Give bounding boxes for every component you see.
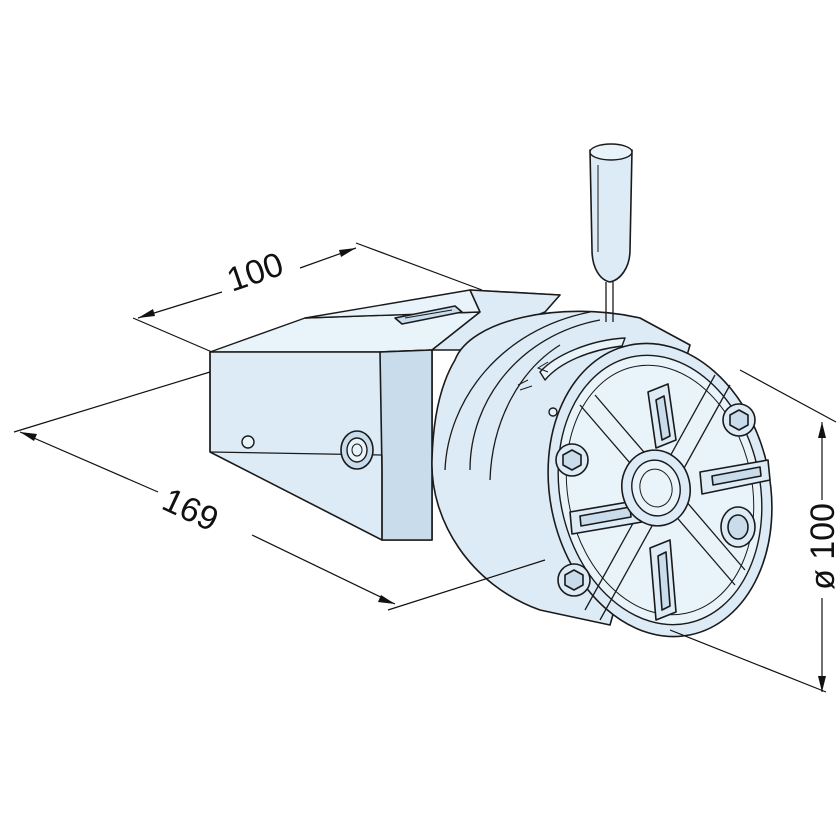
dimension-width-label: 100 [222,245,288,299]
small-hole [241,435,255,449]
clamping-lever [589,143,633,322]
screw-bottom-left [557,563,591,597]
screw-left [555,443,589,477]
chuck-face [547,342,773,638]
dimension-diameter: ø 100 [669,369,840,693]
face-hole [720,506,756,548]
threaded-port [340,430,374,470]
base-block [209,311,481,541]
screw-top-right [722,403,756,437]
dimension-length-label: 169 [157,481,224,539]
adapter-wedge [304,289,561,351]
jaw-bottom [649,539,677,621]
jaw-right [699,459,771,495]
jaw-top [647,383,677,449]
center-bore [621,449,691,527]
dimension-diameter-label: ø 100 [804,503,840,590]
